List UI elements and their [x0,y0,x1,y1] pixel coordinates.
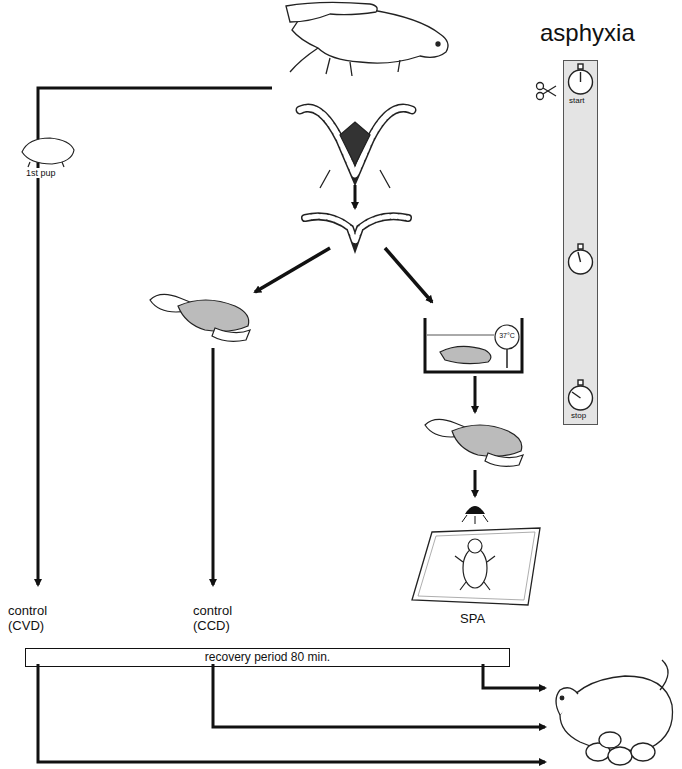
pup [599,732,621,748]
stopwatch [569,70,593,94]
water-bath [425,318,522,372]
pup-label: 1st pup [26,168,56,178]
asphyxia-band: asphyxia [563,60,598,425]
stopwatch [569,250,593,274]
hand [485,453,523,466]
rat-eye [560,696,564,700]
pup-in-bath [440,346,491,363]
watch-hand [578,252,581,262]
uterus-dissection [300,108,412,188]
scissor-blade [543,86,556,94]
stopwatches [569,64,593,410]
watch-hand [572,392,581,398]
band-fill [563,60,598,425]
rat-eye [436,42,440,46]
recovery-bar: recovery period 80 min. [25,648,510,667]
thermometer-stem [506,349,508,368]
watch-knob [578,244,583,249]
flow-arrow [474,376,477,412]
scissor-blade [543,88,556,96]
flow-line [38,664,545,762]
water-surface [427,335,494,336]
hands-with-pup [425,419,523,466]
scissor-ring [537,83,544,90]
lamp-rays [462,515,488,524]
timer-label: stop [571,411,586,420]
scissors-icon [537,83,557,100]
hands-with-pup [150,294,250,341]
stopwatch [569,386,593,410]
heating-pad [412,528,540,605]
hand [286,2,377,22]
band-heading: asphyxia [540,19,635,48]
watch-knob [578,380,583,385]
opened-abdomen [340,122,370,165]
flow-line [212,348,215,585]
pup-head [468,539,482,553]
rat-legs [326,58,400,76]
flow-arrow [474,470,477,496]
uterus [305,216,408,242]
flow-arrow [385,248,432,302]
uterus-inner [305,216,408,242]
flow-line [213,664,545,727]
thermometer-dial [495,325,519,349]
first-pup [22,138,74,167]
temperature-label: 37°C [497,332,517,340]
pup [608,747,632,765]
group-label: control (CVD) [8,604,64,634]
pup-body [22,138,74,164]
pup-in-membrane [178,300,249,331]
rat-head [556,688,578,715]
flow-line [483,664,545,688]
pup [631,743,655,761]
mother-rat-held [286,2,448,76]
bar-text: recovery period 80 min. [26,649,509,665]
rat-tail [660,660,668,690]
uterine-horns [300,108,412,175]
pad-edge [418,532,535,600]
timer-label: start [569,96,585,105]
heat-lamp [465,506,485,514]
scissor-ring [537,93,544,100]
flow-arrow [354,185,357,208]
watch-knob [578,64,583,69]
group-label: SPA [460,612,485,627]
excised-uterus [305,216,408,242]
pup-legs [28,162,64,167]
asphyxia-band-fill [537,60,599,425]
flow-line [38,88,272,585]
hand [212,328,250,341]
mother-with-pups [556,660,673,765]
pup-in-membrane [452,425,522,456]
watch-hand [580,72,581,82]
flow-arrow [255,248,330,292]
group-label: control (CCD) [193,604,249,634]
pup-body [463,548,487,588]
rat-body [560,676,673,751]
pup-limbs [455,556,495,590]
rat-tail [290,48,318,72]
uterine-horns-inner [300,108,412,175]
pup-on-pad [455,539,495,590]
